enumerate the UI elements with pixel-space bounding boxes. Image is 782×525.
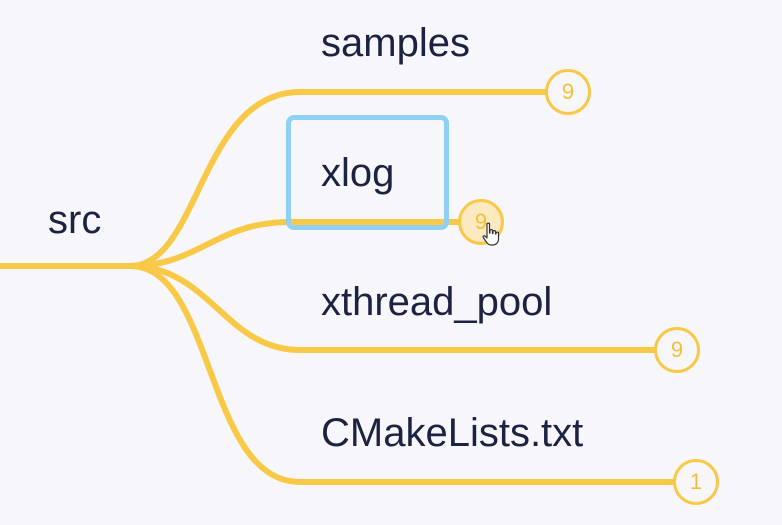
branch-connector-xthread-pool <box>127 263 657 353</box>
node-samples[interactable]: samples <box>321 21 470 65</box>
node-xlog[interactable]: xlog <box>321 151 395 195</box>
collapse-count-badge-xthread-pool[interactable]: 9 <box>654 327 700 373</box>
node-xthread-pool[interactable]: xthread_pool <box>321 280 553 324</box>
collapse-count-badge-xlog[interactable]: 9 <box>458 199 504 245</box>
collapse-count-badge-cmakelists[interactable]: 1 <box>673 459 719 505</box>
hand-pointer-cursor-icon <box>482 222 500 246</box>
selection-highlight <box>286 115 449 230</box>
node-cmakelists[interactable]: CMakeLists.txt <box>321 411 584 455</box>
branch-connector-xlog <box>127 219 461 269</box>
branch-connector-cmakelists <box>127 263 676 485</box>
root-node-src[interactable]: src <box>48 198 102 242</box>
branch-connector-samples <box>127 89 548 269</box>
collapse-count-badge-samples[interactable]: 9 <box>545 69 591 115</box>
